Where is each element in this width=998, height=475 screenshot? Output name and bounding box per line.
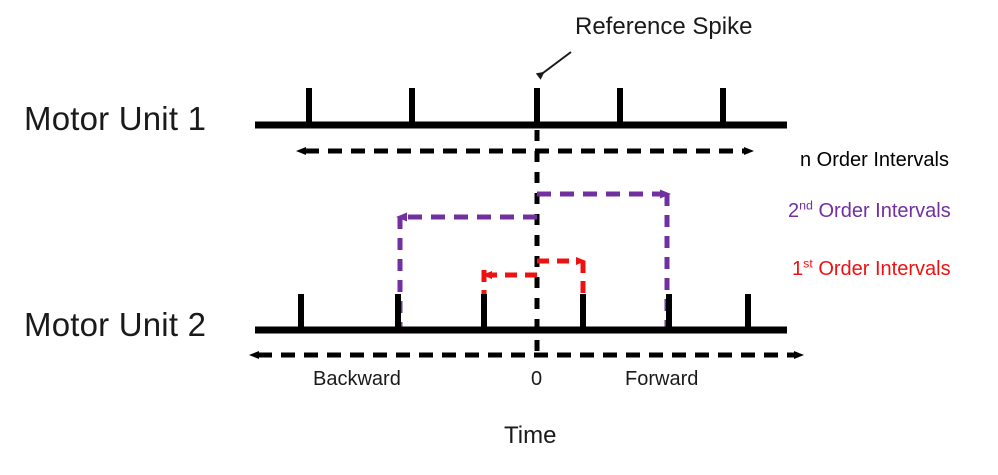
legend-item-first-order: 1st Order Intervals	[792, 256, 951, 280]
reference-spike-label: Reference Spike	[575, 13, 753, 40]
second-order-interval-forward	[537, 189, 671, 330]
motor-unit-2-label: Motor Unit 2	[24, 306, 207, 343]
first-order-interval-backward	[481, 270, 537, 300]
legend-2nd-sup: nd	[799, 198, 813, 213]
legend-2nd-suffix: Order Intervals	[812, 200, 951, 222]
reference-spike-pointer-arrow	[535, 51, 572, 80]
legend-1st-suffix: Order Intervals	[812, 258, 951, 280]
legend-item-n-order: n Order Intervals	[800, 150, 949, 170]
legend-n-suffix: Order Intervals	[811, 149, 949, 171]
legend-n-prefix: n	[800, 149, 812, 171]
legend-2nd-prefix: 2	[788, 200, 800, 222]
legend-item-second-order: 2nd Order Intervals	[788, 198, 951, 222]
motor-unit-2-train	[255, 294, 787, 334]
legend-1st-prefix: 1	[792, 258, 804, 280]
motor-unit-1-label: Motor Unit 1	[24, 100, 207, 137]
time-axis-label: Time	[504, 422, 557, 449]
backward-label: Backward	[313, 368, 401, 390]
zero-tick-label: 0	[531, 368, 543, 390]
forward-label: Forward	[625, 368, 699, 390]
motor-unit-1-train	[255, 88, 787, 129]
legend-1st-sup: st	[803, 256, 813, 271]
first-order-interval-forward	[537, 257, 586, 300]
